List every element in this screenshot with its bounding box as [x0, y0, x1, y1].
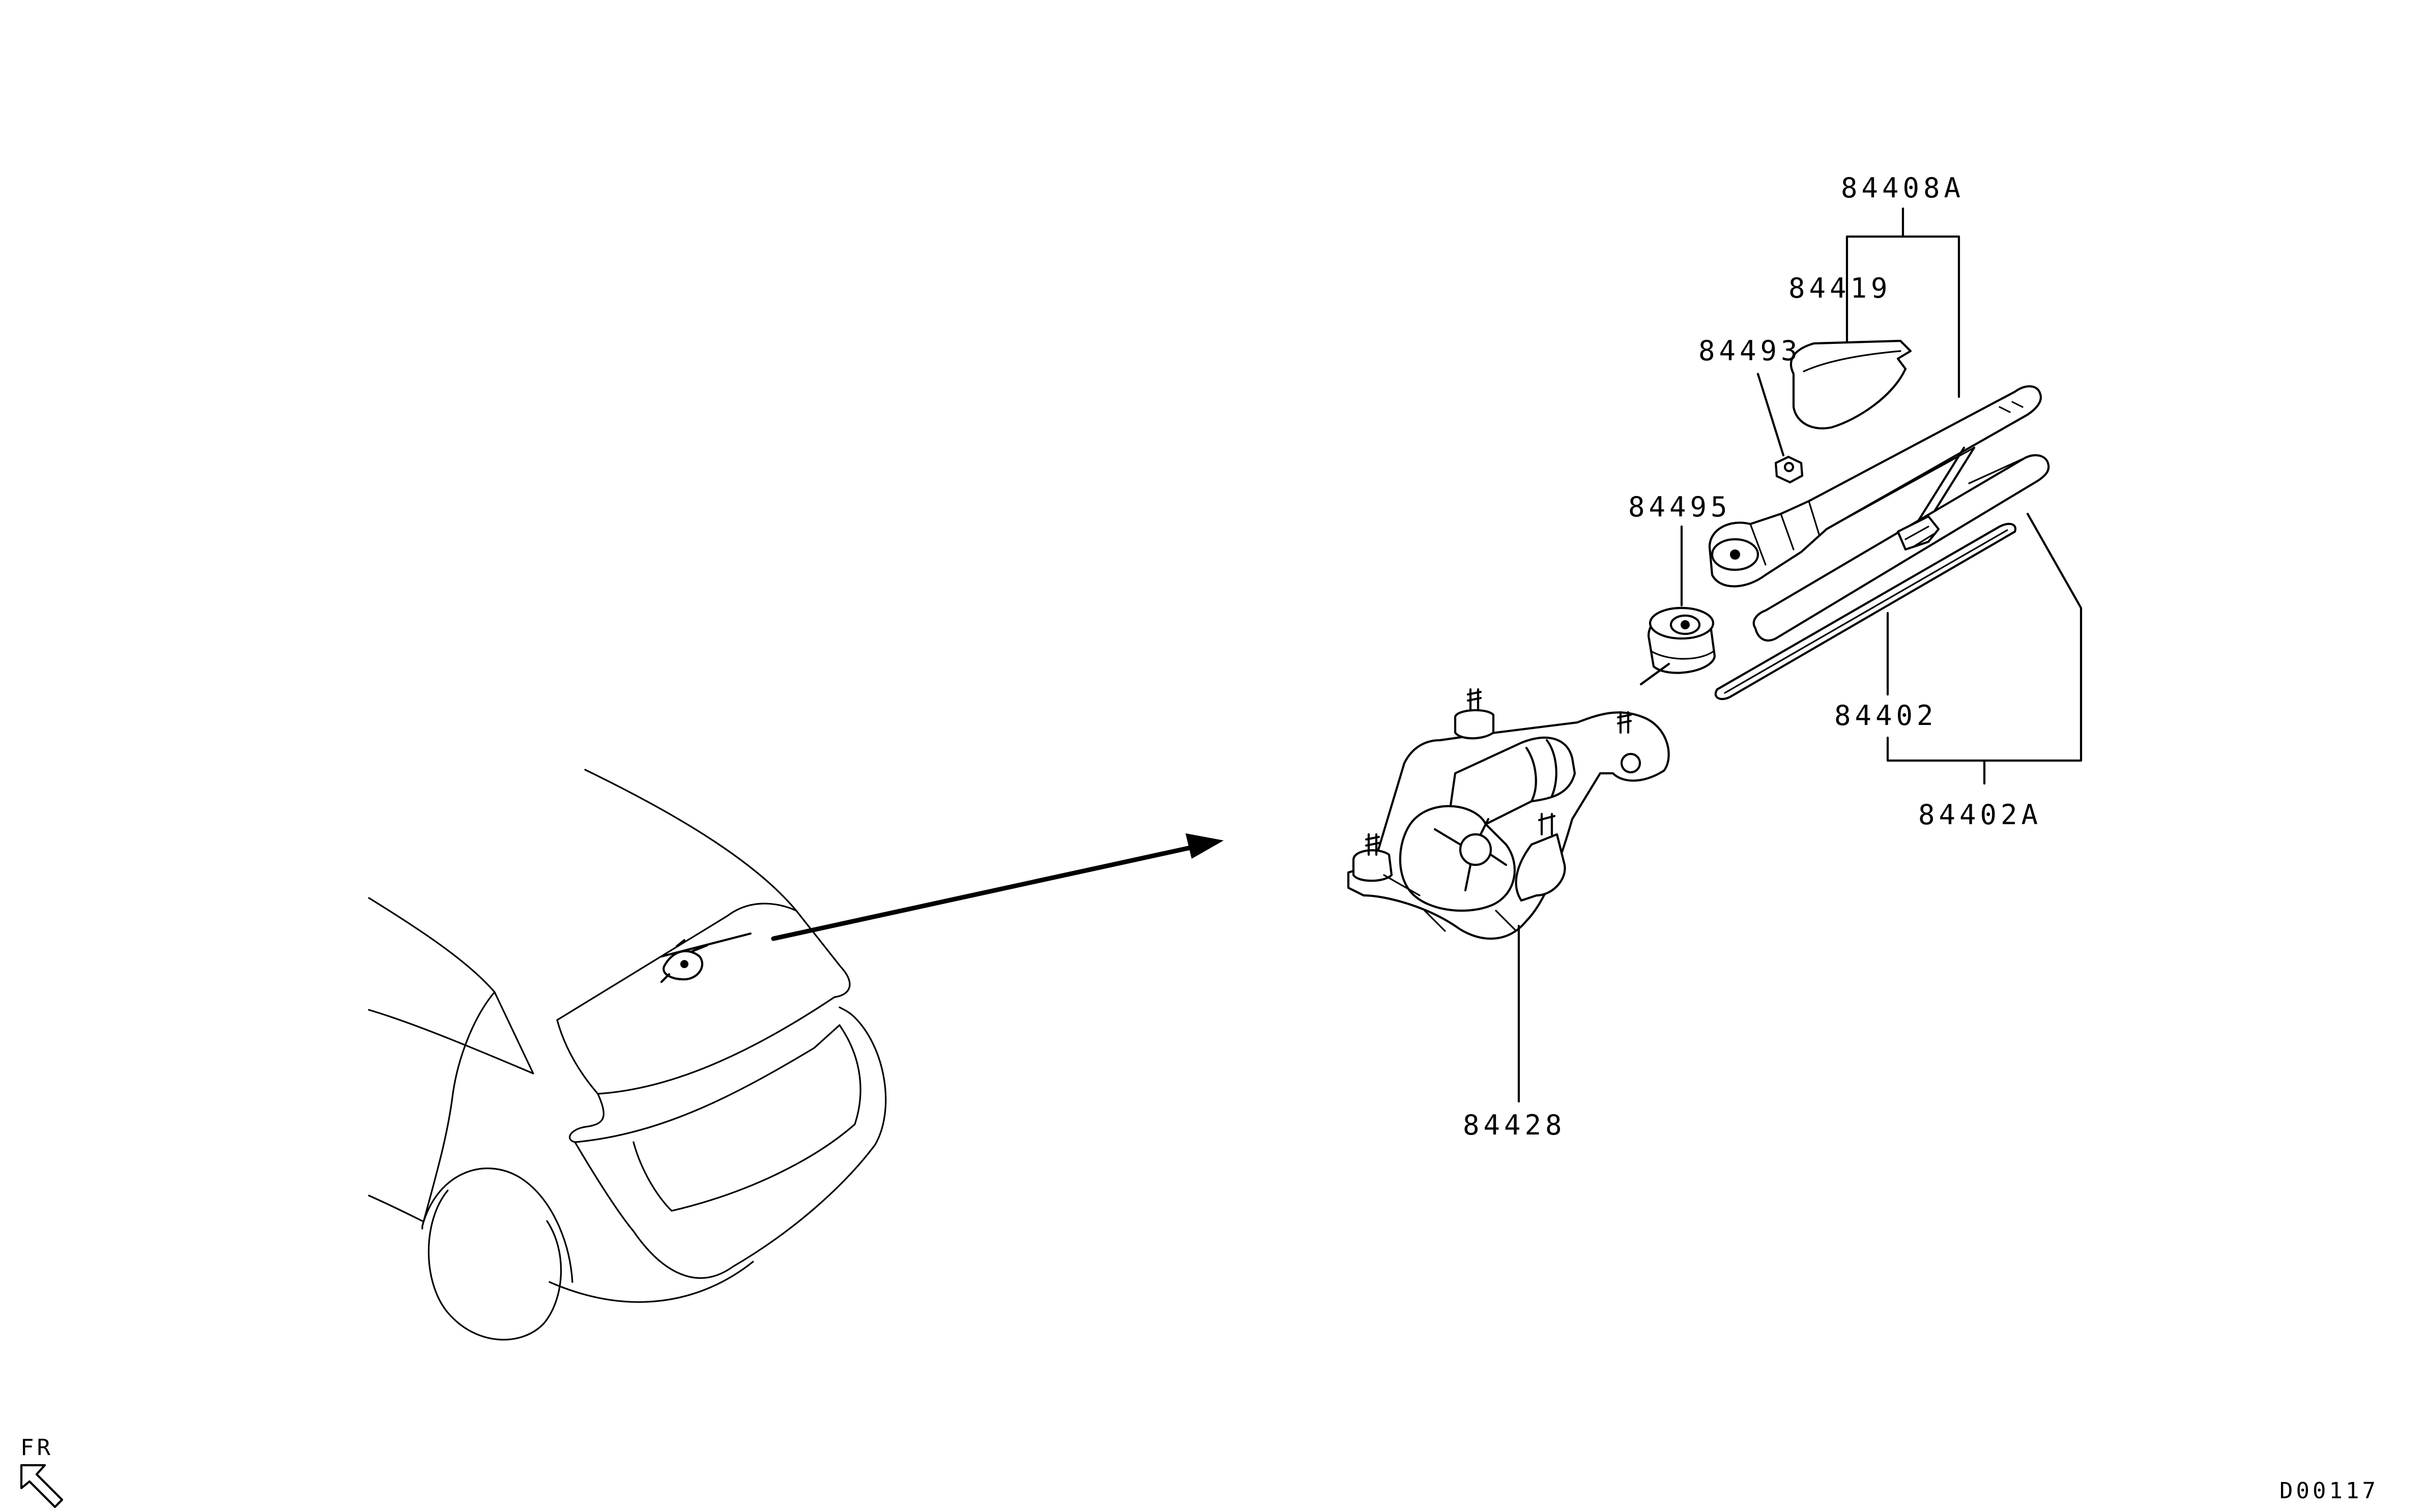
arm-cap: [1789, 339, 1912, 429]
vehicle-outline: [368, 769, 887, 1341]
tailgate-glass: [556, 903, 851, 1021]
label-84419: 84419: [1788, 272, 1892, 304]
label-84428: 84428: [1463, 1109, 1566, 1141]
wiper-blade-frame: [1752, 454, 2050, 642]
bumper-bottom: [548, 1261, 754, 1303]
wiper-location-mark: [660, 932, 752, 983]
wiper-blade-rubber: [1714, 522, 2017, 701]
nut: [1774, 455, 1804, 484]
label-84402a: 84402A: [1918, 799, 2042, 831]
body-side: [368, 991, 496, 1230]
pivot-seal: [1647, 606, 1716, 674]
label-84495: 84495: [1628, 491, 1731, 523]
zoom-arrow: [771, 833, 1224, 941]
rear-bumper: [574, 1006, 887, 1279]
label-84493: 84493: [1698, 335, 1802, 367]
roof-line: [584, 769, 797, 912]
rear-wheel: [428, 1189, 562, 1341]
front-direction-marker: FR: [20, 1435, 64, 1508]
label-84402: 84402: [1834, 700, 1938, 732]
rear-side-window: [368, 897, 534, 1074]
diagram-code: D00117: [2279, 1478, 2379, 1504]
front-direction-arrow-icon: [20, 1464, 64, 1508]
front-direction-label: FR: [20, 1435, 53, 1461]
label-84408a: 84408A: [1841, 172, 1965, 204]
spoiler: [556, 996, 841, 1143]
wheel-arch: [421, 1168, 573, 1283]
tailgate-panel: [632, 1024, 861, 1212]
wiper-arm: [1708, 385, 2042, 588]
leader-lines: [1517, 207, 2083, 1103]
wiper-motor: [1347, 688, 1670, 940]
